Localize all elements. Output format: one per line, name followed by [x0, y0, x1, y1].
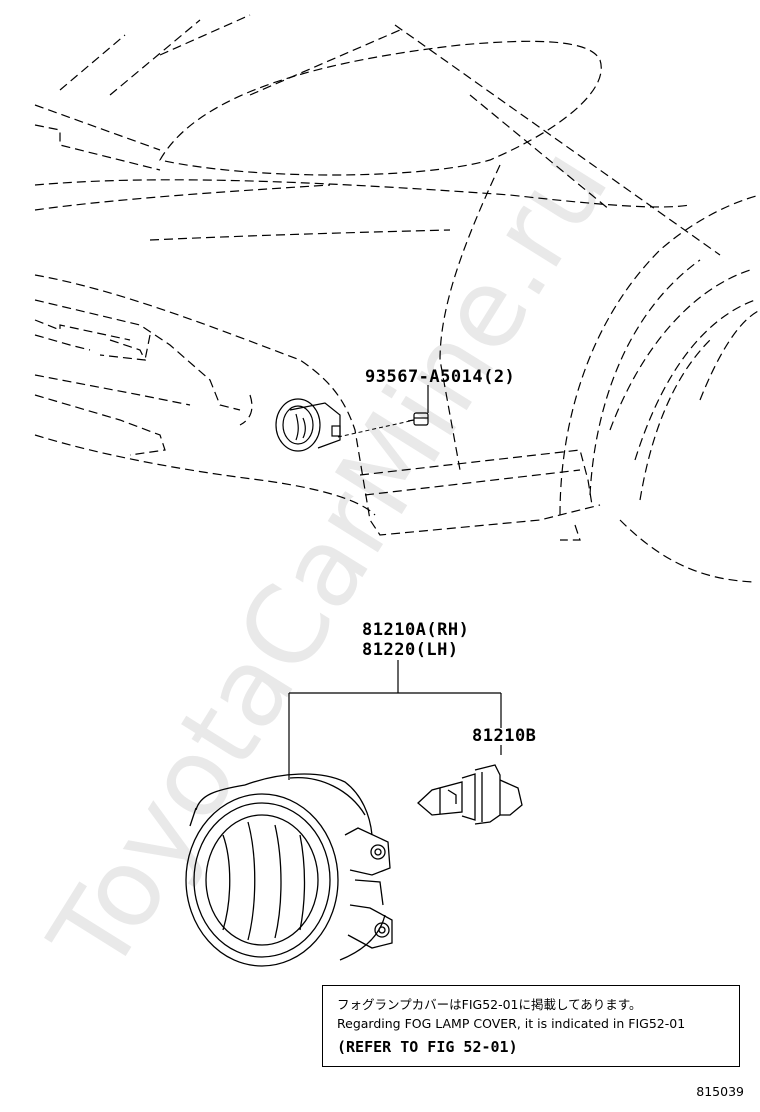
install-guide-line — [337, 420, 411, 438]
bolt-icon — [407, 412, 429, 426]
note-line-english: Regarding FOG LAMP COVER, it is indicate… — [337, 1016, 686, 1031]
callout-bulb-part-number[interactable]: 81210B — [472, 726, 537, 746]
assembly-leader-lines — [288, 660, 502, 780]
note-line-japanese: フォグランプカバーはFIG52-01に掲載してあります。 — [337, 997, 642, 1012]
fog-lamp-assembly-icon — [185, 773, 393, 967]
figure-id: 815039 — [696, 1084, 744, 1099]
callout-lamp-lh-part-number[interactable]: 81220(LH) — [362, 640, 459, 660]
vehicle-outline — [34, 14, 760, 583]
fog-lamp-installed — [275, 398, 341, 452]
reference-note-box: フォグランプカバーはFIG52-01に掲載してあります。 Regarding F… — [322, 985, 740, 1067]
callout-lamp-rh-part-number[interactable]: 81210A(RH) — [362, 620, 470, 640]
note-line-reference[interactable]: (REFER TO FIG 52-01) — [337, 1038, 518, 1056]
callout-bolt-part-number[interactable]: 93567-A5014(2) — [365, 367, 516, 387]
bulb-icon — [417, 764, 523, 825]
